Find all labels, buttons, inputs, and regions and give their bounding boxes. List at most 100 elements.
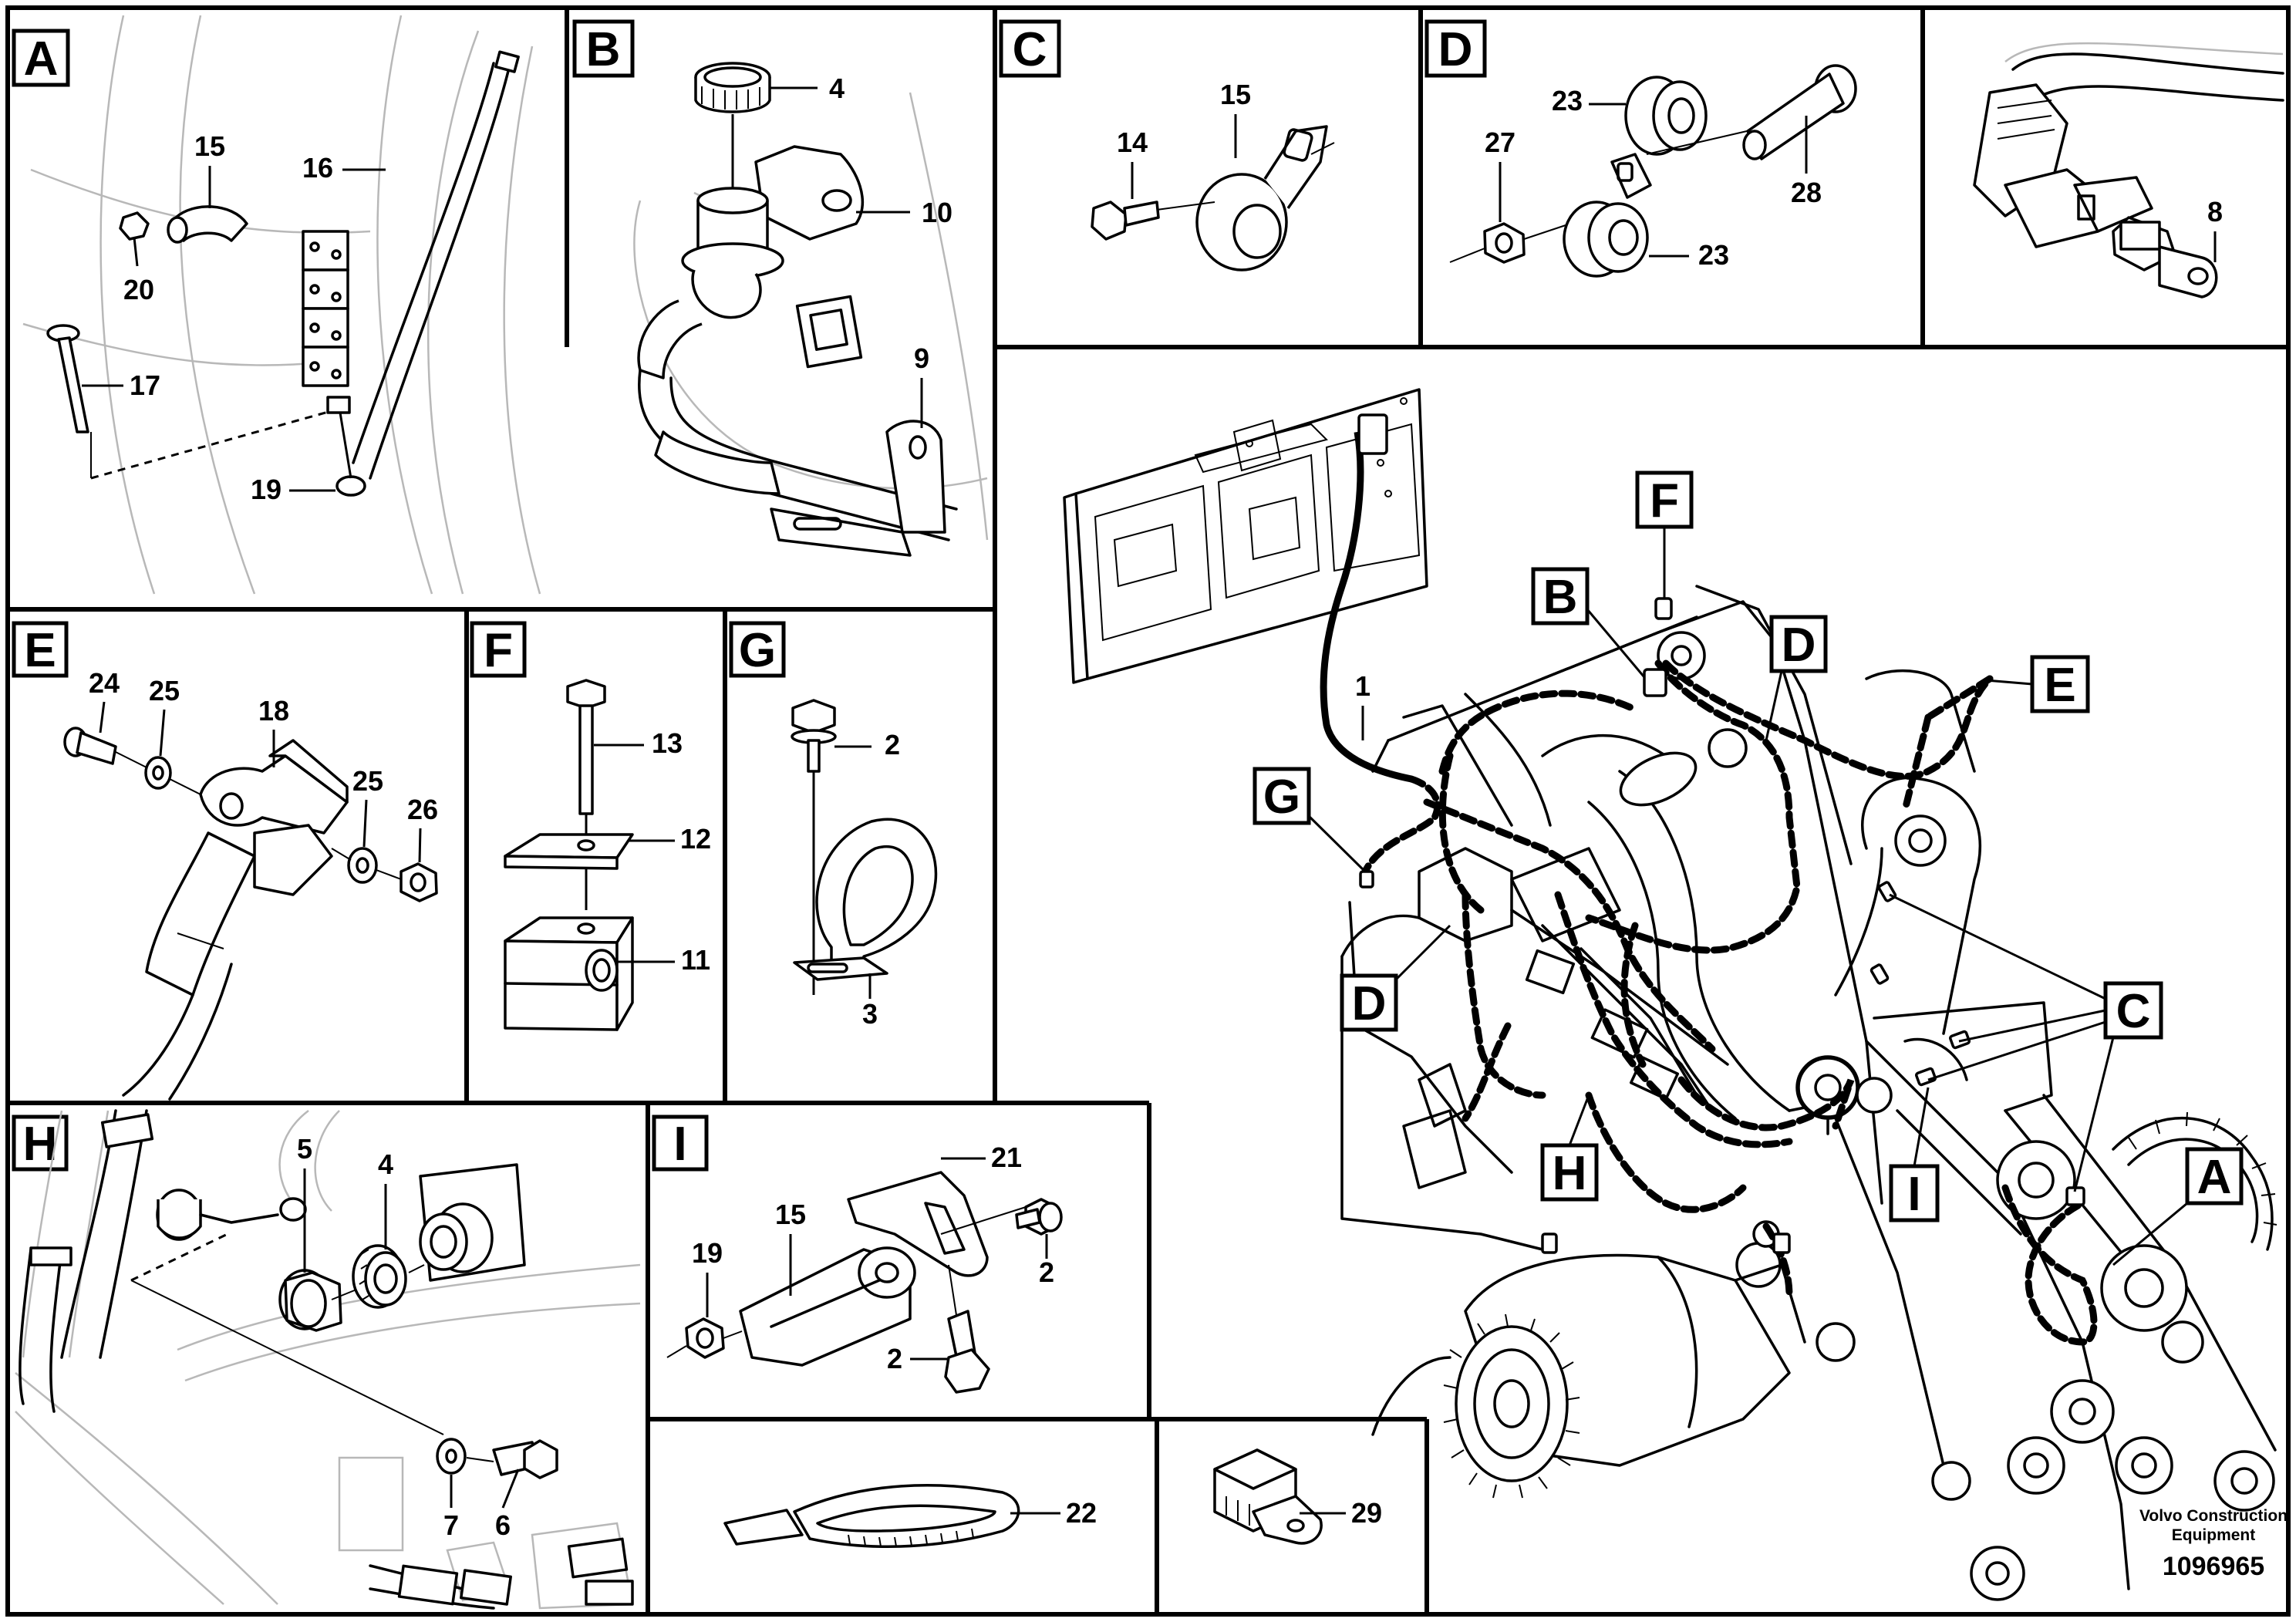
callout-e-26: 26 — [407, 794, 438, 825]
svg-text:A: A — [2197, 1151, 2232, 1204]
plate-12 — [504, 833, 634, 870]
svg-text:C: C — [2116, 985, 2151, 1038]
callout-f-11: 11 — [681, 944, 710, 976]
credit-block: Volvo Construction Equipment 1096965 — [2139, 1507, 2288, 1581]
harness-b — [638, 369, 958, 541]
p-clamp-3 — [793, 818, 938, 981]
electrical-cabinet — [1063, 388, 1428, 684]
bulkhead-plate-h — [419, 1163, 526, 1282]
callout-d-23a: 23 — [1552, 85, 1583, 116]
panel-i: I 21 15 19 — [652, 1114, 1063, 1394]
panel-a-letter: A — [24, 32, 59, 86]
ring-nut-4-h — [352, 1244, 407, 1309]
callout-e-25b: 25 — [352, 765, 383, 797]
ring-nut-4 — [694, 62, 771, 113]
panel-connector: 8 — [1973, 42, 2284, 298]
p-clip-15 — [167, 205, 248, 244]
callout-a-19: 19 — [251, 474, 282, 505]
bracket-18 — [199, 739, 349, 835]
p-clip-15-i — [739, 1246, 916, 1367]
svg-text:G: G — [1263, 771, 1300, 824]
clip-b — [795, 295, 863, 369]
p-clip-15-c — [1195, 125, 1328, 271]
panel-e: E 24 — [12, 621, 438, 1101]
flag-b: B — [1531, 567, 1646, 678]
callout-main-1: 1 — [1355, 670, 1371, 702]
callout-i-19: 19 — [692, 1237, 723, 1269]
block-11 — [504, 916, 634, 1031]
panel-f: F 13 12 11 — [470, 621, 711, 1031]
harness-connectors — [1357, 413, 2085, 1254]
panel-frames — [5, 5, 2291, 1617]
panel-g: G 2 3 — [729, 621, 938, 1030]
callout-a-15: 15 — [194, 130, 225, 162]
flag-h: H — [1540, 1094, 1599, 1202]
panel-b-letter: B — [586, 23, 621, 76]
panel-f-letter: F — [484, 624, 513, 677]
harness-e — [122, 824, 333, 1101]
callout-i-21: 21 — [991, 1141, 1022, 1173]
panel-h: H — [12, 1109, 641, 1610]
callout-d-28: 28 — [1791, 177, 1822, 208]
document-number: 1096965 — [2163, 1552, 2264, 1581]
callout-e-18: 18 — [258, 695, 289, 727]
nut-19-i — [685, 1317, 725, 1359]
callout-c-14: 14 — [1117, 126, 1148, 158]
panel-d-letter: D — [1438, 23, 1473, 76]
callout-i-15: 15 — [775, 1199, 806, 1230]
band-clamp — [352, 62, 495, 464]
p-clip-d — [1610, 153, 1652, 199]
callout-tie-22: 22 — [1066, 1497, 1097, 1529]
pin-28 — [1742, 64, 1857, 160]
bracket-9 — [770, 420, 946, 557]
callout-a-20: 20 — [123, 274, 154, 305]
flag-f: F — [1635, 470, 1694, 598]
svg-text:F: F — [1650, 474, 1679, 528]
bolt-14 — [1091, 201, 1160, 241]
callout-a-17: 17 — [130, 369, 160, 401]
grommet-23-bottom — [1563, 201, 1649, 278]
callout-clip-29: 29 — [1351, 1497, 1382, 1529]
svg-text:I: I — [1907, 1168, 1920, 1221]
bolt-2 — [791, 699, 837, 773]
bolt-2-i-top — [1015, 1198, 1063, 1236]
panel-d: D 23 27 28 23 — [1424, 19, 1857, 278]
flag-d-top: D — [1765, 615, 1828, 741]
flag-d-mid: D — [1340, 924, 1451, 1032]
flag-a: A — [2112, 1147, 2244, 1266]
panel-a: A — [12, 15, 541, 595]
svg-text:B: B — [1543, 571, 1578, 624]
callout-g-3: 3 — [862, 998, 878, 1030]
callout-b-9: 9 — [914, 342, 929, 374]
callout-i-2a: 2 — [1039, 1256, 1054, 1288]
credit-line-2: Equipment — [2172, 1526, 2256, 1544]
main-machine-view: 1 F B D E G D — [1063, 388, 2277, 1601]
bracket-21 — [847, 1171, 989, 1277]
panel-clip: 29 — [1213, 1448, 1382, 1545]
callout-e-25a: 25 — [149, 675, 180, 706]
callout-b-10: 10 — [922, 197, 952, 228]
callout-f-12: 12 — [680, 823, 711, 855]
bracket-10 — [754, 145, 864, 241]
svg-text:D: D — [1352, 977, 1387, 1030]
bulkhead-connector — [637, 187, 784, 379]
callout-d-27: 27 — [1485, 126, 1515, 158]
callout-i-2b: 2 — [887, 1343, 902, 1374]
callout-c-15: 15 — [1220, 79, 1251, 110]
bolt-6 — [492, 1439, 558, 1479]
nut-26 — [400, 862, 438, 902]
flag-g: G — [1253, 767, 1367, 873]
panel-i-letter: I — [673, 1118, 686, 1171]
svg-text:E: E — [2044, 659, 2075, 712]
callout-b-4: 4 — [829, 73, 845, 104]
bolt-24 — [63, 727, 117, 765]
flag-i: I — [1889, 1087, 1940, 1222]
panel-g-letter: G — [739, 624, 776, 677]
cable-8 — [2011, 52, 2284, 75]
clip-29 — [1213, 1448, 1323, 1545]
gauge-connector — [156, 1189, 307, 1241]
callout-h-5: 5 — [297, 1133, 312, 1165]
panel-c: C 14 15 — [999, 19, 1335, 271]
flag-c: C — [1889, 893, 2163, 1192]
